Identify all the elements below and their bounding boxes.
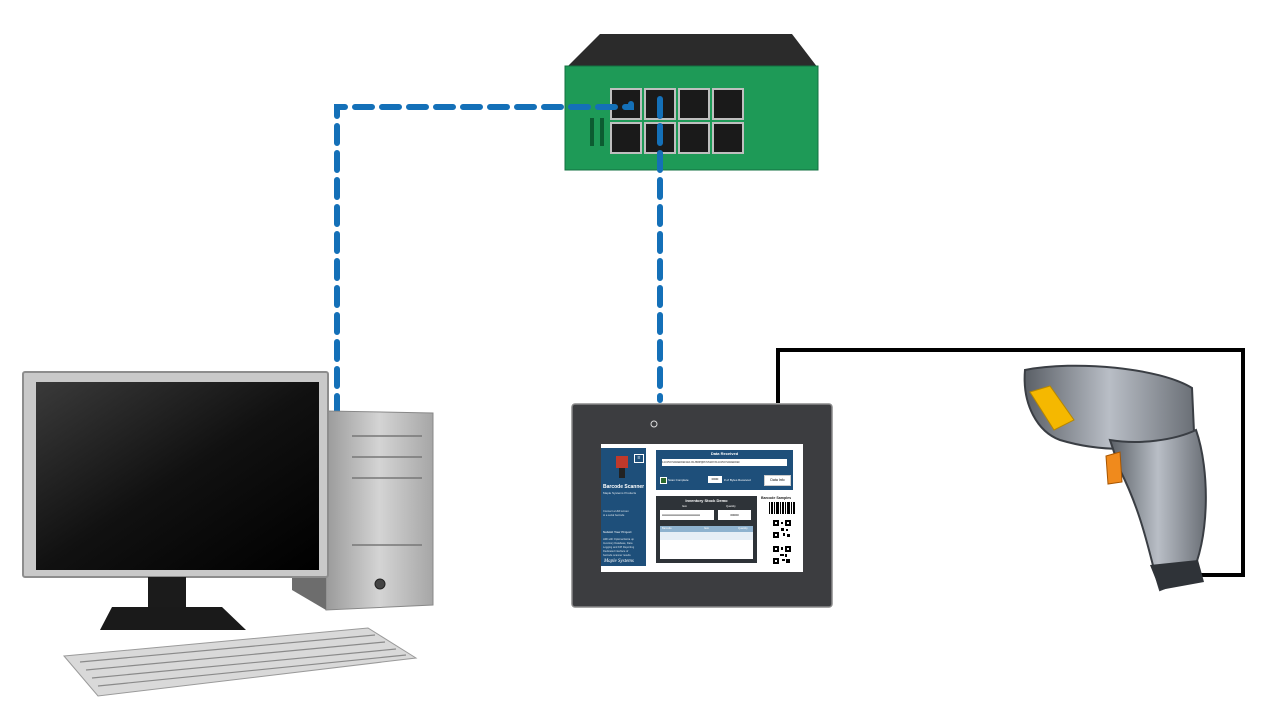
- port-leds: [590, 118, 604, 146]
- scanner-trigger-icon: [1105, 451, 1123, 485]
- bytes-count-field: 0000: [708, 476, 722, 483]
- barcode-scanner: [1023, 364, 1207, 592]
- qr-code-sample-icon: [773, 546, 791, 564]
- table-header-cell: Item: [704, 527, 710, 530]
- ethernet-port: [712, 122, 744, 154]
- maple-systems-logo: Maple Systems: [604, 559, 634, 564]
- power-button: [374, 578, 386, 590]
- quantity-field[interactable]: 00000: [718, 510, 751, 520]
- table-header: Barcode Item Quantity: [660, 526, 753, 532]
- inventory-table: Barcode Item Quantity: [660, 526, 753, 559]
- qr-code-sample-icon: [773, 520, 791, 538]
- ethernet-port: [610, 122, 642, 154]
- data-received-title: Data Received: [710, 451, 739, 456]
- ethernet-port: [712, 88, 744, 120]
- item-field[interactable]: AAAAAAAAAAAAAAAAAAA: [660, 510, 714, 520]
- table-header-cell: Quantity: [738, 527, 748, 530]
- hmi-power-icon: [650, 420, 658, 428]
- ethernet-port: [678, 122, 710, 154]
- data-info-button[interactable]: Data Info: [764, 475, 791, 486]
- sidebar-section-title: Submit Your Project: [603, 530, 632, 534]
- item-column-label: Item: [682, 505, 688, 508]
- sidebar-text: HMI with Optional Extra up: [603, 538, 634, 541]
- menu-button[interactable]: ≡: [634, 454, 644, 463]
- scanner-base: [1150, 560, 1204, 590]
- hmi-sidebar: ≡ Barcode Scanner Maple Systems Products…: [601, 448, 646, 566]
- sidebar-text: Logging and KPI Reporting: [603, 546, 635, 549]
- switch-ports: [610, 88, 744, 154]
- monitor-screen: [36, 382, 319, 570]
- ethernet-port: [678, 88, 710, 120]
- sidebar-text: Inventory Database, Data: [603, 542, 633, 545]
- barcode-sample-icon: [769, 502, 795, 514]
- ethernet-link-computer: [334, 101, 634, 416]
- table-header-cell: Barcode: [662, 527, 672, 530]
- monitor-stand: [100, 607, 246, 630]
- data-received-panel: Data Received 1234567890ABCDEFGHIJKLMNOP…: [656, 450, 793, 490]
- sidebar-text: barcode scanner results: [603, 554, 631, 557]
- scan-complete-indicator: [660, 477, 667, 484]
- scanner-handle: [1108, 428, 1207, 592]
- scanner-window-icon: [1029, 385, 1075, 431]
- scan-complete-label: Scan Complete: [668, 478, 689, 482]
- keyboard: [62, 627, 418, 697]
- scanner-thumbnail-icon: [616, 456, 628, 478]
- network-switch: [564, 34, 819, 171]
- scanner-cable: [776, 348, 1245, 577]
- table-row[interactable]: [660, 532, 753, 540]
- hmi-screen[interactable]: ≡ Barcode Scanner Maple Systems Products…: [601, 444, 803, 572]
- hmi-app-subtitle: Maple Systems Products: [603, 491, 637, 495]
- inventory-title: Inventory Stock Demo: [685, 498, 728, 503]
- hmi-app-title: Barcode Scanner: [603, 484, 645, 490]
- bytes-received-label: # of Bytes Received: [724, 478, 751, 482]
- barcode-samples-label: Barcode Samples: [761, 496, 792, 500]
- sidebar-text: to a serial barcode: [603, 514, 625, 517]
- desktop-computer: [22, 371, 434, 697]
- monitor-neck: [148, 577, 186, 607]
- sidebar-text: Connect a HMI screen: [603, 510, 629, 513]
- sidebar-text: Dedicated interface of: [603, 550, 629, 553]
- switch-top: [566, 34, 818, 68]
- quantity-column-label: Quantity: [726, 505, 736, 508]
- inventory-panel: Inventory Stock Demo Item Quantity AAAAA…: [656, 496, 757, 563]
- data-received-field: 1234567890ABCDEFGHIJKLMNOPQRSTUVWXYZ1234…: [662, 459, 787, 466]
